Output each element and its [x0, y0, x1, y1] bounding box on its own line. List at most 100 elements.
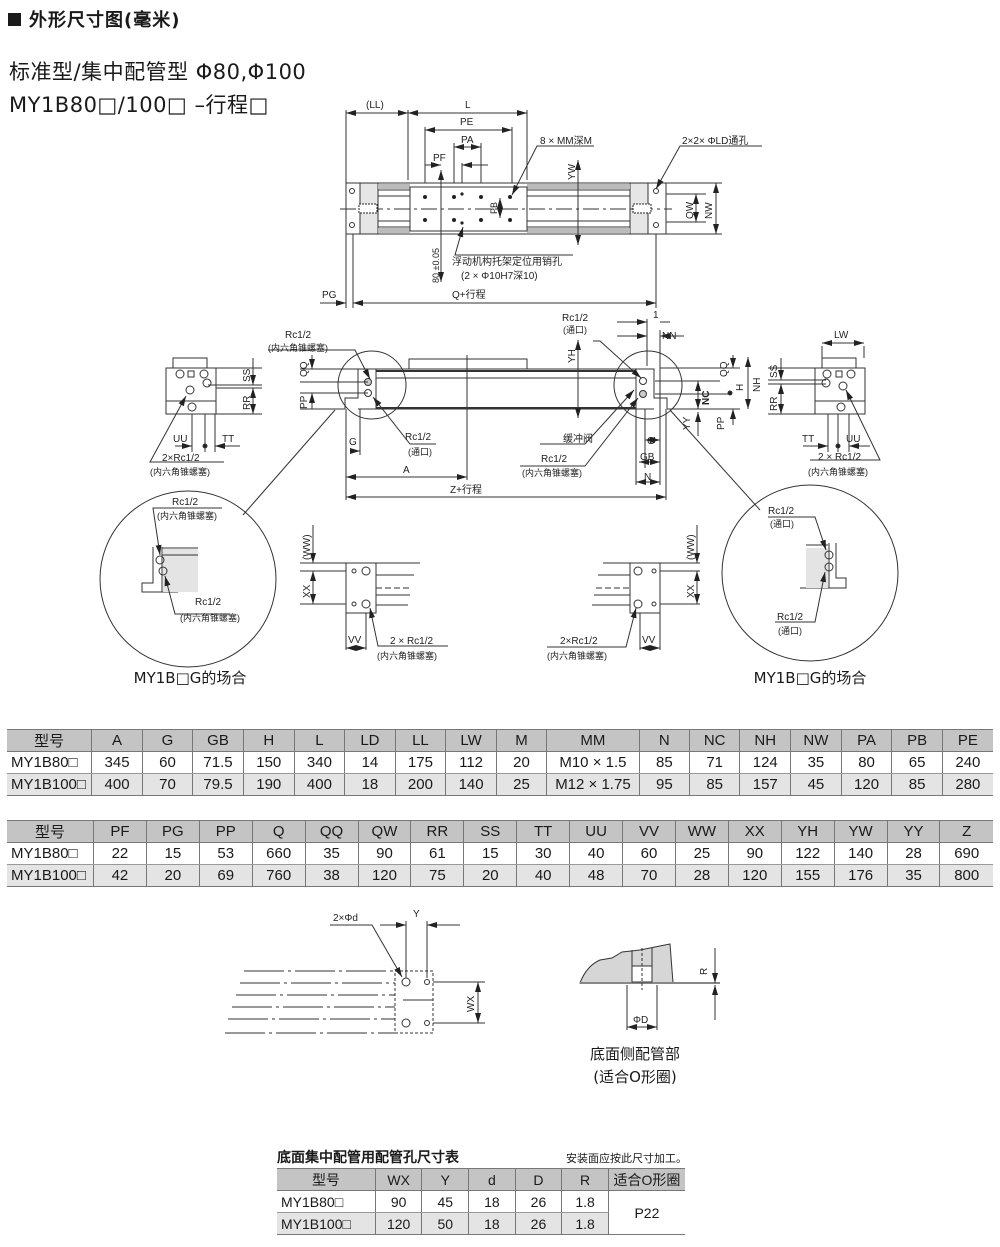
value-cell: 120 [374, 1212, 423, 1235]
dim-H: H [735, 384, 746, 391]
dim-UU-left: UU [173, 434, 187, 445]
left-plug-note: (内六角锥螺塞) [268, 342, 328, 353]
left-plug-label: Rc1/2 [285, 330, 312, 341]
dim-XX-right: XX [686, 584, 697, 598]
value-cell: 30 [516, 842, 571, 865]
dim-GB: GB [640, 452, 655, 463]
column-header: 型号 [7, 820, 94, 843]
column-header: WX [374, 1168, 423, 1191]
column-header: R [561, 1168, 609, 1191]
detail-right-caption: MY1B□G的场合 [753, 669, 867, 687]
value-cell: 35 [304, 842, 359, 865]
value-cell: 176 [833, 864, 888, 887]
value-cell: 20 [145, 864, 200, 887]
value-cell: 70 [622, 864, 676, 887]
bottom-port-view [225, 921, 485, 1034]
value-cell: 690 [939, 842, 993, 865]
dim-TT-left: TT [222, 434, 234, 445]
oring-caption-2: (适合O形圈) [593, 1068, 677, 1086]
side-right-plug-note: (内六角锥螺塞) [808, 466, 868, 477]
oring-detail [579, 943, 720, 1030]
column-header: PB [891, 729, 943, 752]
value-cell: 1.8 [561, 1212, 609, 1235]
dim-D: ΦD [633, 1015, 648, 1026]
value-cell: 140 [833, 842, 888, 865]
dim-XX-left: XX [302, 584, 313, 598]
value-cell: 18 [468, 1190, 516, 1213]
value-cell: 155 [780, 864, 835, 887]
subtitle: 标准型/集中配管型 Φ80,Φ100 [9, 60, 307, 84]
front-view [242, 319, 761, 516]
value-cell: 70 [141, 773, 194, 796]
model-cell: MY1B80□ [7, 842, 94, 865]
side-left-plug-note: (内六角锥螺塞) [150, 466, 210, 477]
column-header: N [638, 729, 690, 752]
dim-SS-right: SS [769, 364, 780, 378]
dim-RR-right: RR [769, 397, 780, 411]
value-cell: 85 [891, 773, 943, 796]
value-cell: 65 [891, 751, 943, 774]
column-header: XX [727, 820, 782, 843]
value-cell: 14 [344, 751, 396, 774]
dim-UU-right: UU [846, 434, 860, 445]
value-cell: 69 [198, 864, 253, 887]
side-view-left [149, 357, 262, 463]
value-cell: 35 [790, 751, 842, 774]
value-cell: 240 [941, 751, 993, 774]
column-header: 型号 [7, 729, 93, 752]
section-title: 外形尺寸图(毫米) [8, 6, 180, 32]
value-cell: 26 [514, 1212, 563, 1235]
dim-NN: NN [662, 331, 676, 342]
column-header: PE [941, 729, 993, 752]
dim-NC: NC [701, 391, 712, 405]
value-cell: 90 [374, 1190, 423, 1213]
column-header: MM [546, 729, 640, 752]
pin-hole-label: 浮动机构托架定位用销孔 [452, 255, 562, 268]
dim-WX: WX [466, 996, 477, 1012]
value-cell: 75 [410, 864, 465, 887]
detail-right [721, 484, 899, 662]
column-header: NW [790, 729, 842, 752]
detail-right-bottom-label: Rc1/2 [777, 612, 804, 623]
column-header: 型号 [277, 1168, 376, 1191]
value-cell: 20 [495, 751, 548, 774]
value-cell: M10 × 1.5 [546, 751, 640, 774]
top-view [320, 110, 762, 308]
pin-hole-spec: (2 × Φ10H7深10) [461, 270, 538, 282]
value-cell: 22 [92, 842, 147, 865]
side-right-plug: 2 × Rc1/2 [818, 452, 862, 463]
dim-Q-stroke: Q+行程 [452, 288, 486, 301]
value-cell: 18 [344, 773, 396, 796]
column-header: d [468, 1168, 516, 1191]
detail-left-top-label: Rc1/2 [172, 497, 199, 508]
dim-QW: QW [685, 201, 696, 219]
column-header: LD [344, 729, 396, 752]
column-header: QW [357, 820, 412, 843]
column-header: PF [92, 820, 147, 843]
column-header: D [514, 1168, 563, 1191]
side-view-right [768, 340, 881, 461]
detail-left-caption: MY1B□G的场合 [133, 669, 247, 687]
value-cell: 157 [739, 773, 792, 796]
detail-right-top-note: (通口) [770, 519, 794, 529]
value-cell: 200 [394, 773, 447, 796]
port-table-title: 底面集中配管用配管孔尺寸表 [277, 1150, 459, 1166]
oring-caption-1: 底面侧配管部 [589, 1045, 680, 1063]
cushion-valve-label: 缓冲阀 [563, 432, 593, 445]
left-port-note: (通口) [408, 447, 432, 457]
detail-left-bottom-note: (内六角锥螺塞) [180, 612, 240, 623]
dim-PA: PA [461, 135, 474, 146]
model-cell: MY1B100□ [7, 864, 94, 887]
dim-G-right: G [647, 436, 655, 447]
model-line: MY1B80□/100□ –行程□ [9, 93, 269, 117]
dim-LW: LW [834, 330, 849, 341]
dim-YH: YH [567, 349, 578, 363]
value-cell: 280 [941, 773, 993, 796]
value-cell: 40 [516, 864, 571, 887]
